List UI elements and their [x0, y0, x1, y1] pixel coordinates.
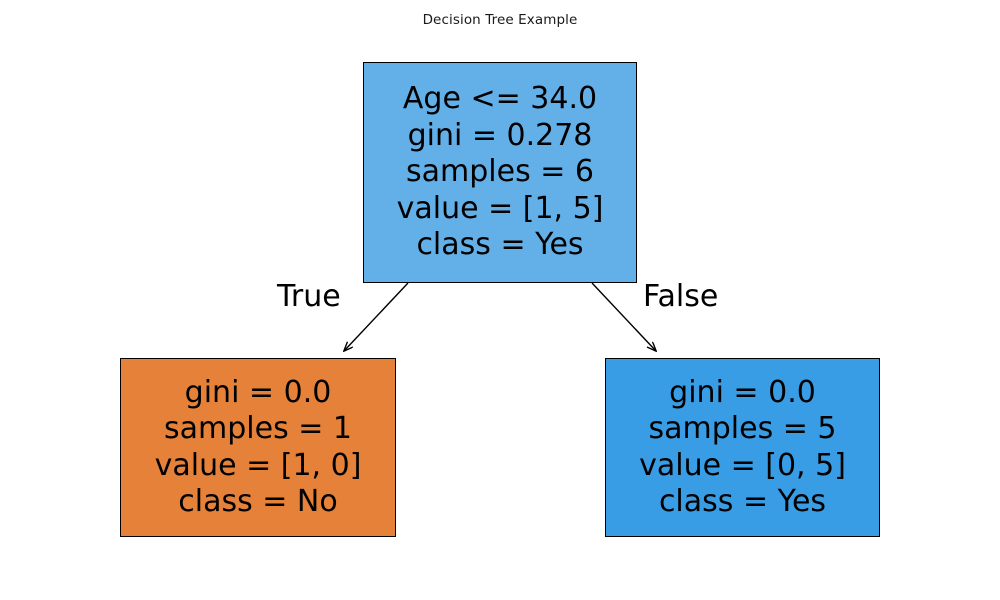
node-root-gini: gini = 0.278 — [407, 117, 593, 153]
tree-node-right-leaf[interactable]: gini = 0.0 samples = 5 value = [0, 5] cl… — [605, 358, 880, 537]
node-left-value: value = [1, 0] — [154, 447, 362, 483]
tree-node-root[interactable]: Age <= 34.0 gini = 0.278 samples = 6 val… — [363, 62, 637, 283]
node-root-condition: Age <= 34.0 — [402, 81, 598, 117]
node-right-gini: gini = 0.0 — [669, 374, 816, 410]
node-left-class: class = No — [178, 484, 338, 519]
node-root-samples: samples = 6 — [406, 154, 594, 190]
node-left-gini: gini = 0.0 — [184, 374, 332, 410]
node-root-value: value = [1, 5] — [396, 190, 604, 226]
edge-root-to-left — [344, 282, 409, 351]
node-root-class: class = Yes — [416, 227, 584, 263]
node-right-samples: samples = 5 — [648, 411, 837, 446]
figure-title: Decision Tree Example — [422, 12, 578, 28]
tree-node-left-leaf[interactable]: gini = 0.0 samples = 1 value = [1, 0] cl… — [120, 358, 396, 537]
node-left-samples: samples = 1 — [164, 411, 352, 446]
node-right-class: class = Yes — [658, 484, 827, 519]
node-right-value: value = [0, 5] — [639, 447, 846, 483]
edge-label-false: False — [643, 279, 719, 314]
edge-label-true: True — [277, 279, 341, 314]
